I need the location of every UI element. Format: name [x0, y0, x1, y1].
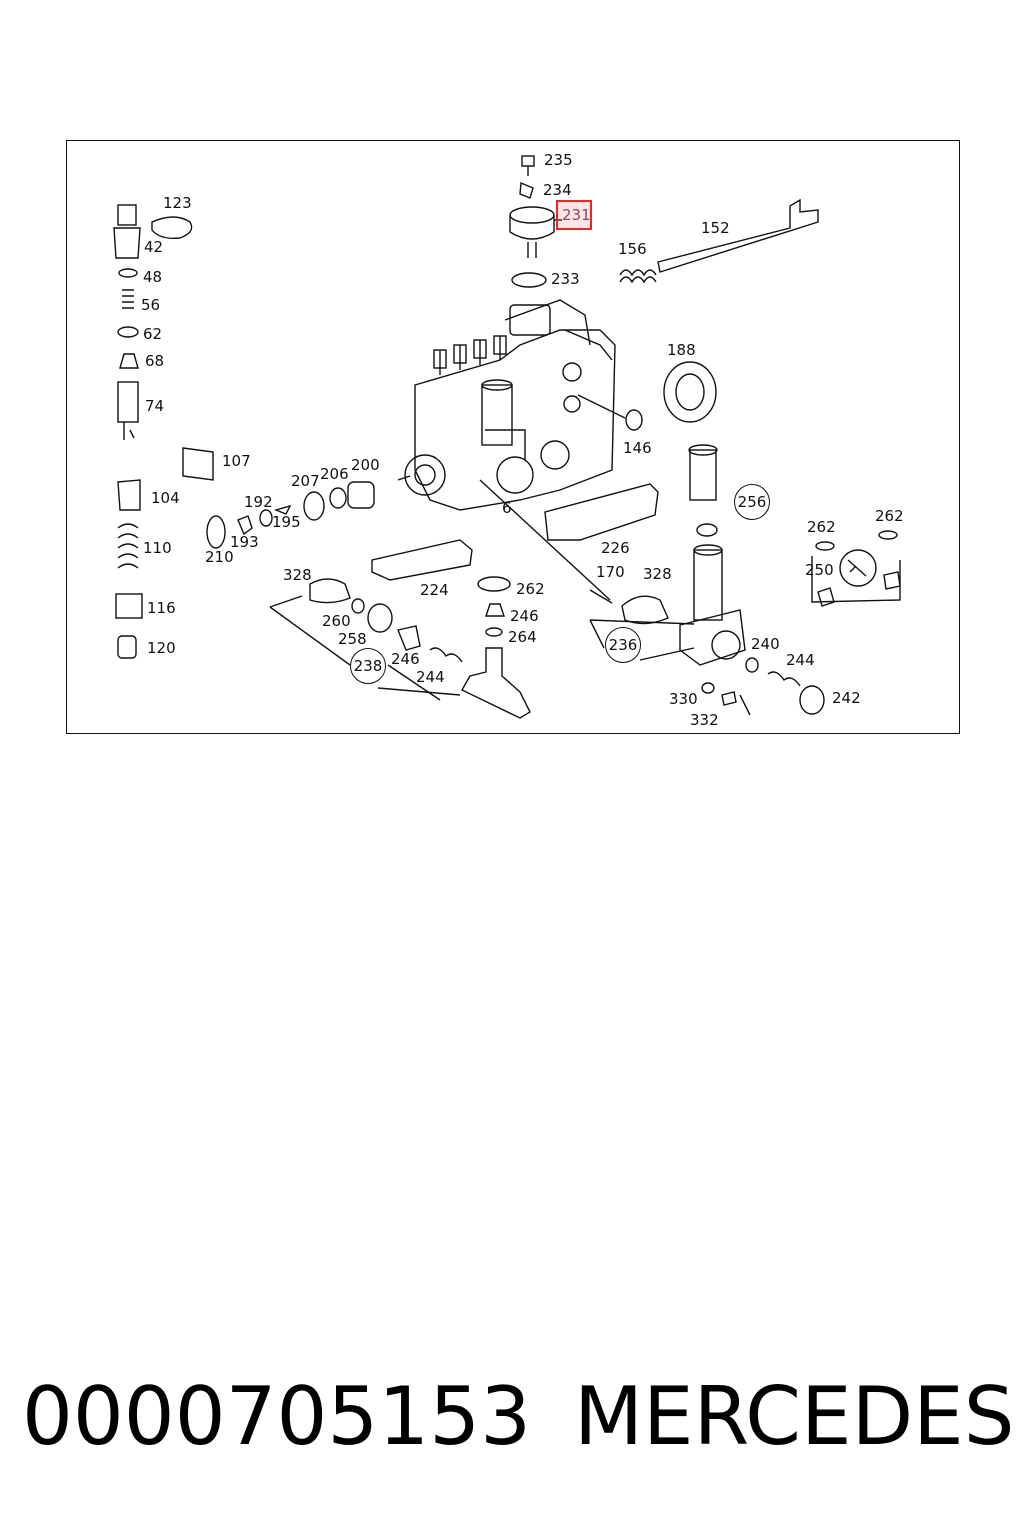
label-235: 235 — [544, 151, 573, 169]
label-68: 68 — [145, 352, 165, 370]
pressure-capsule-icon — [509, 155, 562, 288]
label-195: 195 — [272, 513, 301, 531]
label-328-left: 328 — [283, 566, 312, 584]
gasket-226-icon — [544, 483, 659, 541]
label-258: 258 — [338, 630, 367, 648]
label-192: 192 — [244, 493, 273, 511]
label-206: 206 — [320, 465, 349, 483]
gasket-224-icon — [371, 539, 473, 581]
label-234: 234 — [543, 181, 572, 199]
label-107: 107 — [222, 452, 251, 470]
label-260: 260 — [322, 612, 351, 630]
label-262-right-a: 262 — [807, 518, 836, 536]
highlighted-part-231[interactable]: 231 — [556, 200, 592, 230]
circled-label-236: 236 — [605, 627, 641, 663]
label-330: 330 — [669, 690, 698, 708]
part-number: 0000705153 — [22, 1370, 531, 1463]
label-193: 193 — [230, 533, 259, 551]
injection-pump-body-icon — [397, 299, 616, 511]
label-42: 42 — [144, 238, 164, 256]
delivery-valve-parts-icon — [113, 204, 214, 659]
label-226: 226 — [601, 539, 630, 557]
label-152: 152 — [701, 219, 730, 237]
label-146: 146 — [623, 439, 652, 457]
control-rod-icon — [619, 198, 819, 284]
label-246-left: 246 — [391, 650, 420, 668]
label-6: 6 — [502, 499, 512, 517]
diagram-frame — [66, 140, 960, 734]
label-250: 250 — [805, 561, 834, 579]
label-104: 104 — [151, 489, 180, 507]
label-123: 123 — [163, 194, 192, 212]
label-242: 242 — [832, 689, 861, 707]
hand-pump-icon — [461, 647, 531, 719]
label-224: 224 — [420, 581, 449, 599]
label-116: 116 — [147, 599, 176, 617]
label-240: 240 — [751, 635, 780, 653]
label-262-center: 262 — [516, 580, 545, 598]
label-244-left: 244 — [416, 668, 445, 686]
filter-icon — [689, 449, 717, 501]
label-246-center: 246 — [510, 607, 539, 625]
brand-name: MERCEDES — [574, 1370, 1015, 1463]
label-233: 233 — [551, 270, 580, 288]
label-56: 56 — [141, 296, 161, 314]
label-244-right: 244 — [786, 651, 815, 669]
label-188: 188 — [667, 341, 696, 359]
label-74: 74 — [145, 397, 165, 415]
circled-label-238: 238 — [350, 648, 386, 684]
label-170: 170 — [596, 563, 625, 581]
label-62: 62 — [143, 325, 163, 343]
exploded-parts-drawing — [113, 155, 901, 719]
label-207: 207 — [291, 472, 320, 490]
seal-ring-146-icon — [625, 409, 643, 431]
footer: 0000705153 MERCEDES — [22, 1370, 1015, 1463]
label-262-right-b: 262 — [875, 507, 904, 525]
label-200: 200 — [351, 456, 380, 474]
stud-170-line — [479, 479, 611, 601]
bearing-icon — [663, 361, 717, 423]
label-332: 332 — [690, 711, 719, 729]
gear-parts-icon — [206, 481, 375, 549]
label-110: 110 — [143, 539, 172, 557]
circled-label-256: 256 — [734, 484, 770, 520]
wrench-symbol-icon — [839, 549, 877, 587]
label-264: 264 — [508, 628, 537, 646]
label-328-right: 328 — [643, 565, 672, 583]
label-120: 120 — [147, 639, 176, 657]
label-48: 48 — [143, 268, 163, 286]
label-156: 156 — [618, 240, 647, 258]
label-210: 210 — [205, 548, 234, 566]
